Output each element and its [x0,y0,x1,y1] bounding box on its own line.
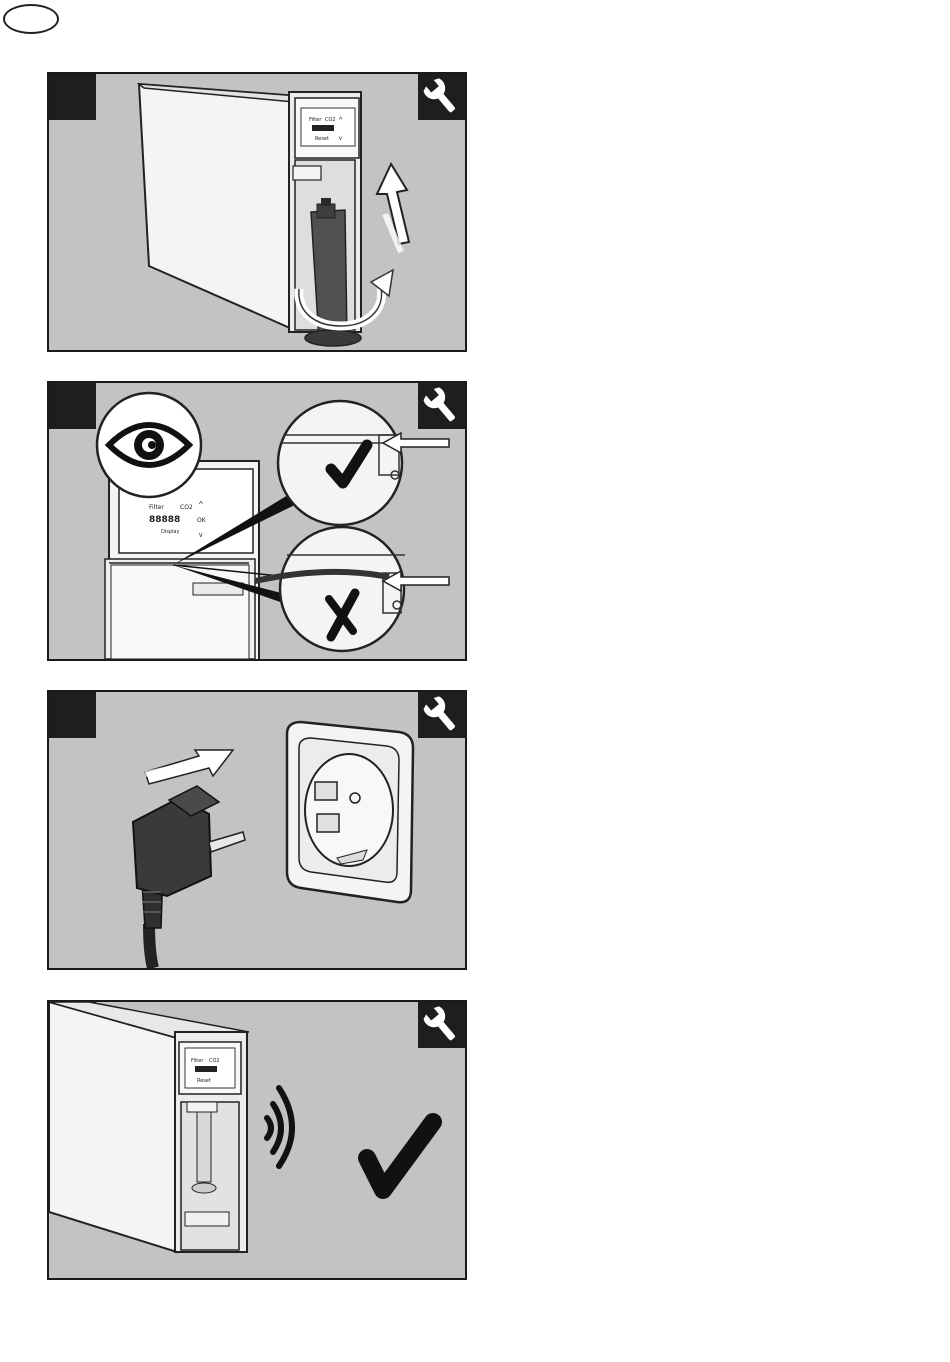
arrow-right-icon [145,750,233,784]
panel-remove-filter: Filter CO2 Reset ^ v [47,72,467,352]
socket-icon [287,722,413,902]
display-digits [312,125,334,131]
svg-text:v: v [339,136,342,142]
display-digits: 88888 [149,515,180,525]
drip-tray-inspection-illustration: Filter CO2 88888 OK Display ^ v [49,383,465,659]
display-label-co2: CO2 [180,504,193,511]
display-label-display: Display [161,529,179,535]
display-label-reset: Reset [315,136,329,142]
filter-removal-illustration: Filter CO2 Reset ^ v [49,74,465,350]
plug-socket-illustration [49,692,465,968]
zoom-incorrect [255,527,405,651]
check-mark-icon [367,1122,433,1190]
display-label-filter: Filter [309,117,322,123]
panel-confirm-signal: Filter CO2 Reset [47,1000,467,1280]
plug-icon [133,786,245,968]
display-label-co2: CO2 [325,117,336,123]
eye-icon [97,393,201,497]
panel-check-drip-tray: Filter CO2 88888 OK Display ^ v [47,381,467,661]
display-label-filter: Filter [191,1058,204,1064]
svg-text:v: v [199,532,203,539]
up-arrow-icon [377,164,409,252]
svg-text:^: ^ [199,500,203,509]
display-digits [195,1066,217,1072]
language-badge [3,4,59,34]
sound-waves-icon [267,1088,292,1166]
display-label-ok: OK [197,517,207,524]
panel-plug-in [47,690,467,970]
zoom-correct [278,401,402,525]
display-label-co2: CO2 [209,1058,220,1064]
display-label-filter: Filter [149,504,164,511]
device-confirm-illustration: Filter CO2 Reset [49,1002,465,1278]
display-label-reset: Reset [197,1078,211,1084]
